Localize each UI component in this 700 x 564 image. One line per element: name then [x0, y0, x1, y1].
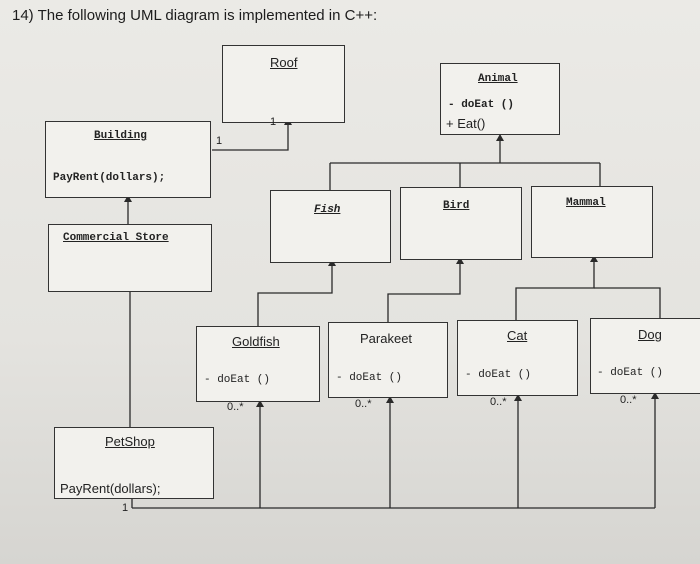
roof-class [222, 45, 345, 123]
goldfish-multiplicity: 0..* [227, 401, 244, 413]
roof-multiplicity: 1 [270, 116, 277, 128]
animal-arrowhead [496, 134, 504, 141]
commercial-store-class [48, 224, 212, 292]
goldfish-fish-line [257, 262, 333, 326]
dog-arrowhead [651, 392, 659, 399]
building-roof-association [212, 122, 289, 151]
animal-member-doeat: - doEat () [448, 99, 515, 111]
building-class-name: Building [94, 130, 147, 142]
goldfish-class-name: Goldfish [232, 334, 280, 349]
fish-class-name: Fish [314, 204, 341, 216]
mammal-class [531, 186, 653, 258]
bird-class [400, 187, 522, 260]
parakeet-class-name: Parakeet [360, 331, 413, 346]
cat-arrowhead [514, 394, 522, 401]
dog-multiplicity: 0..* [620, 394, 637, 406]
cat-mammal-line [515, 258, 595, 320]
building-arrowhead [124, 195, 132, 202]
animal-class [440, 63, 560, 135]
mammal-class-name: Mammal [566, 197, 606, 209]
dog-class [590, 318, 700, 394]
petshop-class [54, 427, 214, 499]
goldfish-class [196, 326, 320, 402]
roof-class-name: Roof [270, 55, 298, 70]
bird-class-name: Bird [443, 200, 470, 212]
animal-member-eat: + Eat() [446, 116, 486, 131]
parakeet-member-doeat: - doEat () [336, 372, 403, 384]
mammal-arrowhead [590, 255, 598, 262]
dog-mammal-line [594, 287, 661, 318]
petshop-class-name: PetShop [105, 434, 155, 449]
parakeet-class [328, 322, 448, 398]
parakeet-bird-line [387, 260, 461, 322]
bird-arrowhead [456, 257, 464, 264]
goldfish-arrowhead [256, 400, 264, 407]
parakeet-arrowhead [386, 396, 394, 403]
animal-class-name: Animal [478, 73, 518, 85]
cat-class-name: Cat [507, 328, 528, 343]
petshop-multiplicity: 1 [122, 502, 129, 514]
building-class [45, 121, 211, 198]
dog-member-doeat: - doEat () [597, 367, 664, 379]
question-heading: 14) The following UML diagram is impleme… [12, 7, 378, 24]
building-member-payrent: PayRent(dollars); [53, 172, 166, 184]
fish-class [270, 190, 391, 263]
goldfish-member-doeat: - doEat () [204, 374, 271, 386]
cat-multiplicity: 0..* [490, 396, 507, 408]
cat-class [457, 320, 578, 396]
cat-member-doeat: - doEat () [465, 369, 532, 381]
commercial-store-class-name: Commercial Store [63, 232, 169, 244]
parakeet-multiplicity: 0..* [355, 398, 372, 410]
petshop-member-payrent: PayRent(dollars); [60, 481, 161, 496]
dog-class-name: Dog [638, 327, 662, 342]
building-multiplicity: 1 [216, 135, 223, 147]
